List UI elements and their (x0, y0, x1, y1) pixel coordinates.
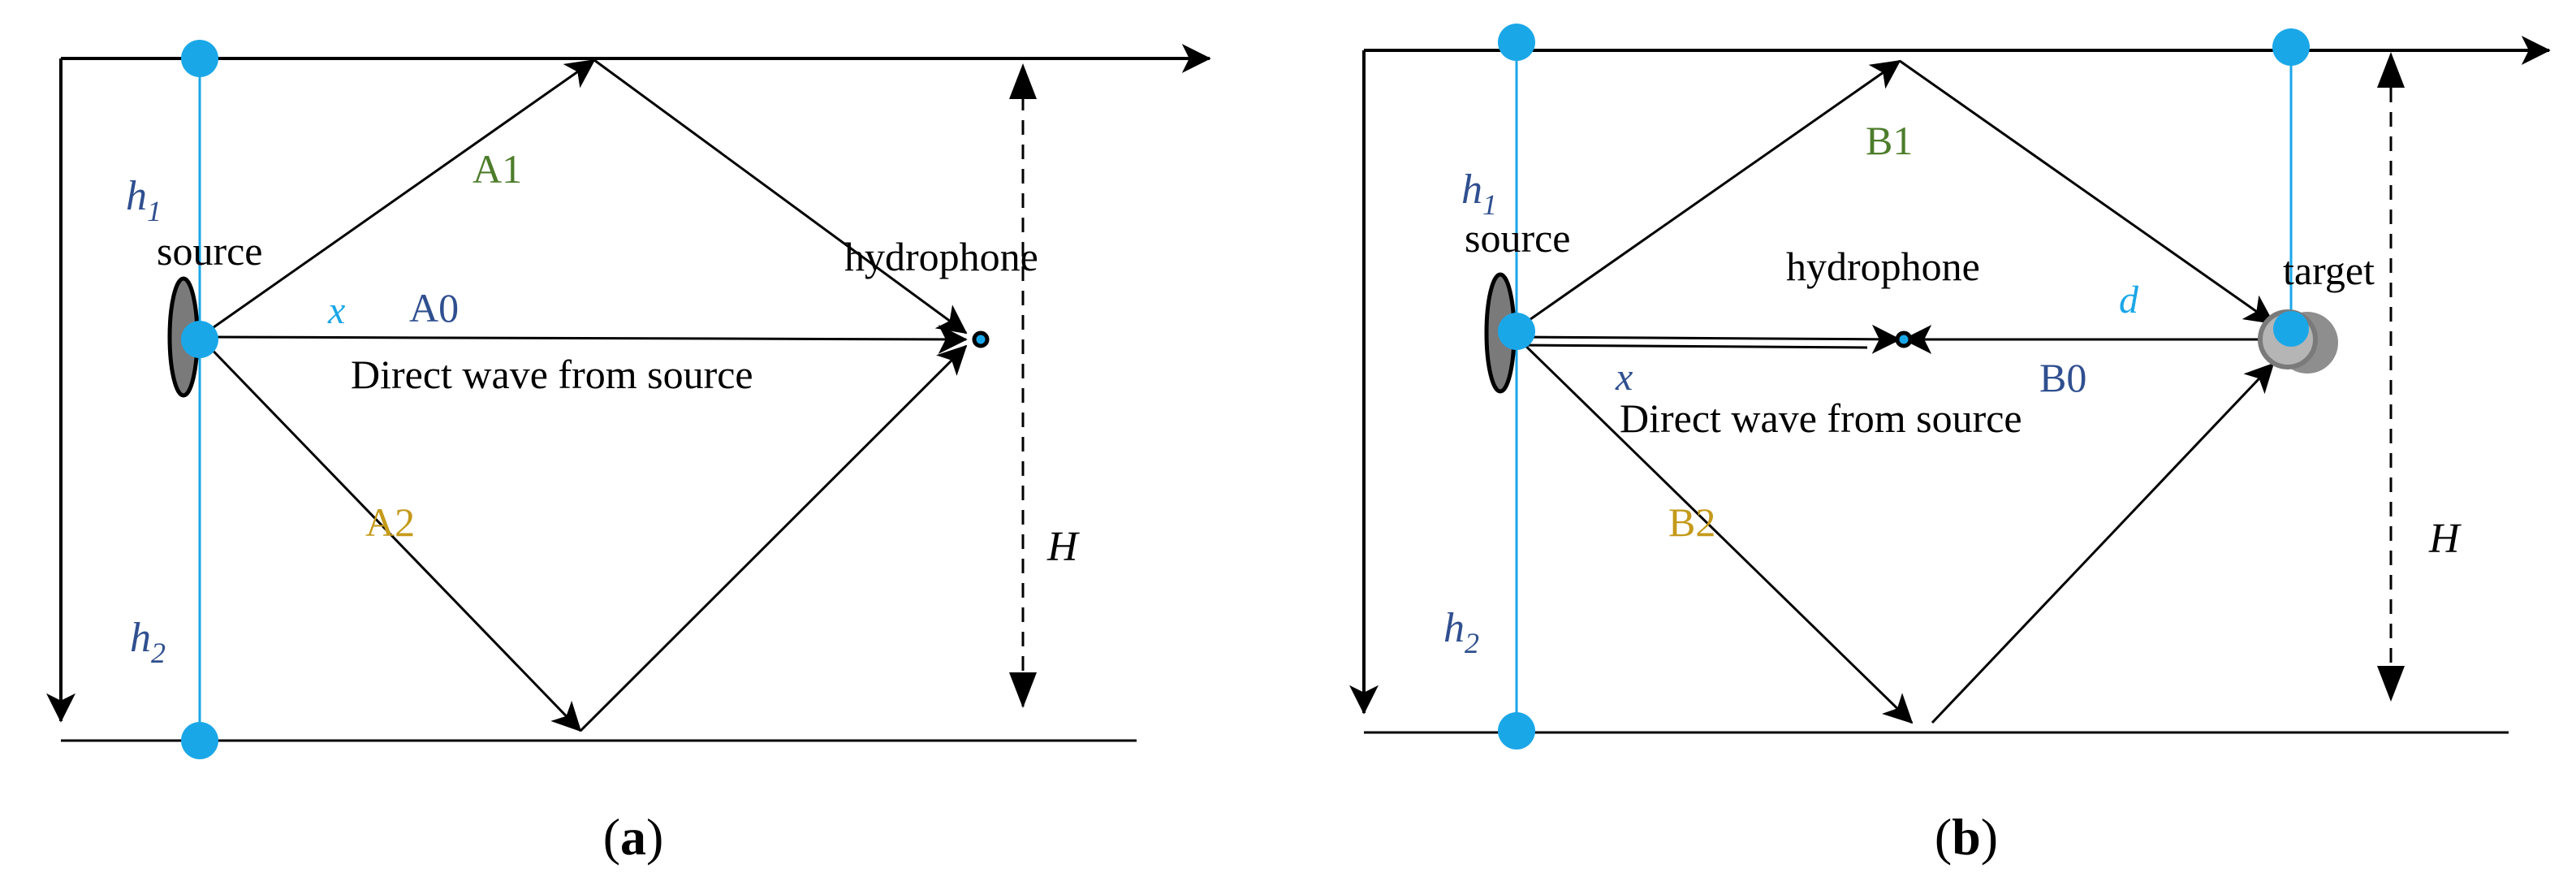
label-H-b: H (2428, 516, 2462, 562)
ray-b1-up (1516, 59, 1901, 331)
array-node-bottom-b (1498, 712, 1535, 750)
dimension-arrow-up-a (1009, 63, 1037, 99)
label-direct-b: Direct wave from source (1620, 395, 2022, 441)
target-node-b (2272, 28, 2310, 66)
ray-a2-up (579, 344, 968, 732)
ray-b1-down (1899, 59, 2275, 325)
array-node-bottom-a (181, 722, 218, 759)
ray-a0-direct (199, 324, 968, 354)
array-node-top-b (1498, 24, 1535, 61)
label-A1: A1 (472, 146, 522, 192)
ray-b2-up (1931, 362, 2275, 724)
ray-b-direct-lower (1516, 343, 1868, 349)
panel-b: h1 source B1 hydrophone d target x B0 Di… (1349, 24, 2551, 866)
array-node-mid-a (181, 321, 218, 358)
array-node-mid-b (1498, 313, 1535, 350)
label-B2: B2 (1668, 499, 1715, 545)
label-A0: A0 (409, 285, 459, 331)
dimension-arrow-down-a (1009, 672, 1037, 708)
label-target-b: target (2283, 248, 2375, 293)
ray-b2-down (1515, 335, 1914, 724)
label-h2-a: h2 (130, 615, 166, 669)
label-d-b: d (2119, 279, 2139, 322)
label-hydrophone-b: hydrophone (1786, 244, 1980, 289)
array-node-top-a (181, 40, 218, 77)
label-h2-b: h2 (1443, 605, 1479, 659)
dimension-arrow-down-b (2377, 666, 2405, 702)
caption-a: (a) (603, 808, 664, 866)
label-x-b: x (1615, 356, 1633, 399)
target-center-node-b (2273, 311, 2309, 347)
label-source-b: source (1465, 215, 1571, 261)
ray-b0-direct (1516, 324, 1901, 354)
label-h1-a: h1 (126, 173, 162, 227)
hydrophone-marker-a (972, 331, 990, 348)
label-B1: B1 (1866, 118, 1913, 163)
label-B0: B0 (2039, 355, 2086, 400)
label-hydrophone-a: hydrophone (844, 234, 1038, 279)
hydrophone-marker-b (1895, 331, 1913, 348)
ray-a2-down (198, 335, 582, 732)
label-x-a: x (327, 289, 345, 332)
ray-a1-down (593, 58, 968, 335)
ray-a1-up (199, 58, 596, 339)
label-source-a: source (157, 228, 263, 274)
label-h1-b: h1 (1461, 166, 1497, 221)
label-H-a: H (1046, 524, 1080, 570)
panel-a: h1 source x A0 A1 hydrophone Direct wave… (46, 40, 1211, 866)
caption-b: (b) (1935, 808, 1998, 866)
dimension-arrow-up-b (2377, 52, 2405, 88)
label-A2: A2 (365, 499, 415, 545)
label-direct-a: Direct wave from source (351, 352, 753, 397)
